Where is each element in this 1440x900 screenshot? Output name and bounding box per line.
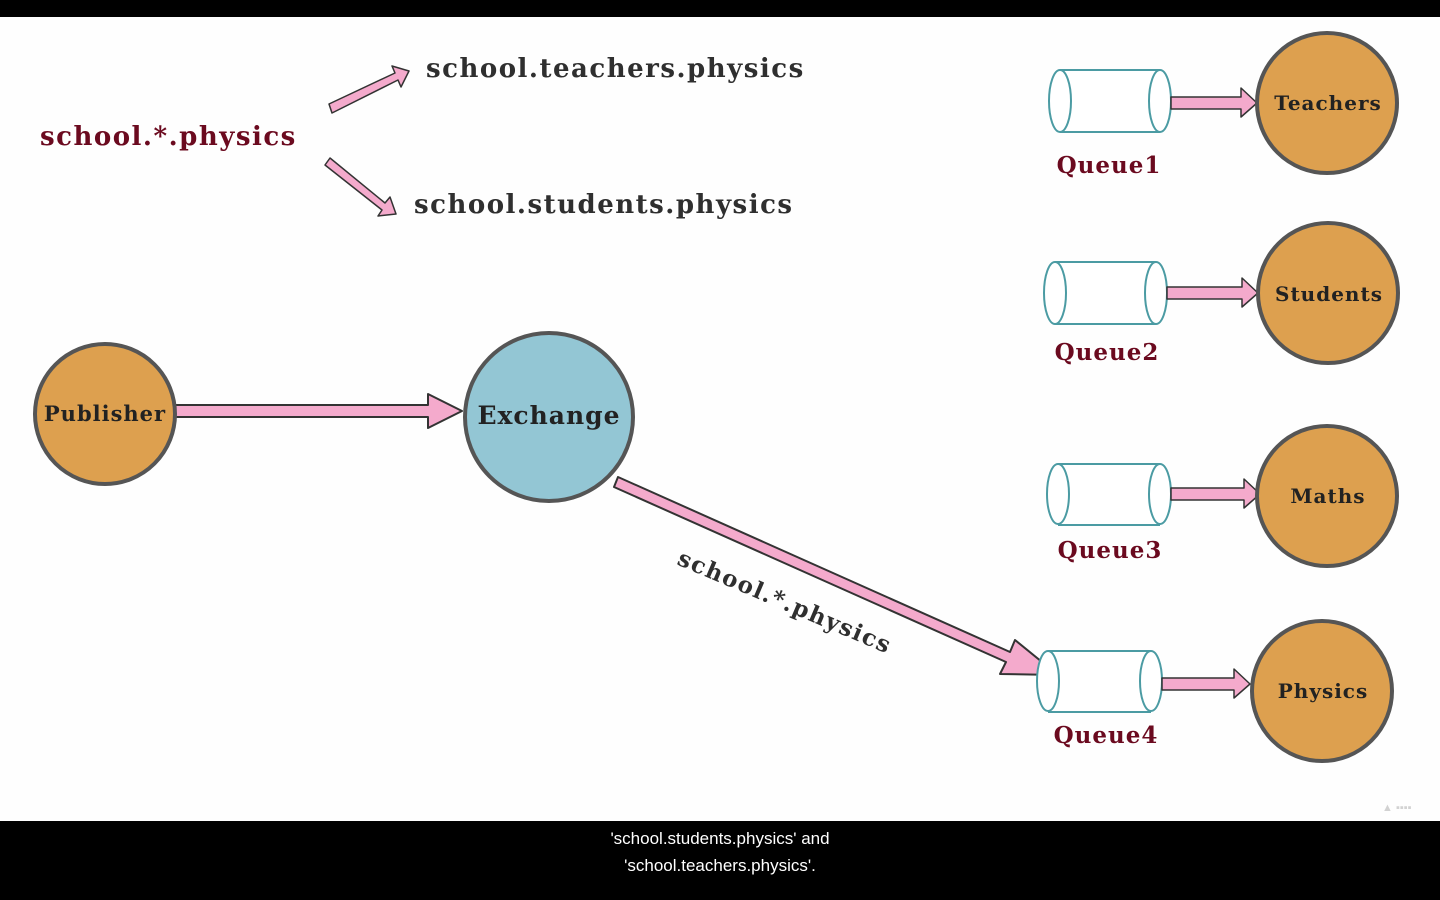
- udemy-watermark-icon: ▲ ▪▪▪▪: [1382, 802, 1412, 814]
- publisher-to-exchange-arrow: [171, 393, 463, 429]
- queue3-group: Queue3 Maths: [1046, 424, 1399, 568]
- queue4-cylinder: [1036, 650, 1163, 713]
- students-consumer-node: [1256, 221, 1400, 365]
- subtitle-line-2: 'school.teachers.physics'.: [624, 856, 816, 875]
- queue4-to-physics-arrow: [1161, 668, 1251, 699]
- queue3-label: Queue3: [1058, 537, 1163, 564]
- maths-label: Maths: [1290, 484, 1365, 508]
- match-students-physics: school.students.physics: [414, 190, 794, 220]
- queue2-label: Queue2: [1055, 339, 1160, 366]
- queue1-cylinder: [1048, 69, 1172, 133]
- queue3-to-maths-arrow: [1170, 478, 1261, 509]
- slide-canvas: school.*.physics school.teachers.physics…: [0, 17, 1440, 821]
- queue2-group: Queue2 Students: [1043, 221, 1400, 366]
- teachers-consumer-node: [1255, 31, 1399, 175]
- match-teachers-physics: school.teachers.physics: [426, 54, 805, 84]
- queue1-to-teachers-arrow: [1170, 87, 1258, 118]
- exchange-label: Exchange: [477, 401, 620, 430]
- publisher-label: Publisher: [44, 401, 166, 426]
- queue1-group: Queue1 Teachers: [1048, 31, 1399, 179]
- queue4-label: Queue4: [1054, 722, 1159, 749]
- teachers-label: Teachers: [1274, 91, 1382, 115]
- subtitle-line-1: 'school.students.physics' and: [610, 829, 830, 848]
- students-label: Students: [1275, 282, 1383, 306]
- arrow-to-teachers-match: [328, 65, 410, 114]
- queue4-group: Queue4 Physics: [1036, 619, 1394, 763]
- physics-consumer-node: [1250, 619, 1394, 763]
- exchange-node: Exchange: [463, 331, 635, 503]
- queue2-cylinder: [1043, 261, 1168, 325]
- subtitle-bar: 'school.students.physics' and 'school.te…: [0, 821, 1440, 900]
- queue3-cylinder: [1046, 463, 1172, 526]
- queue2-to-students-arrow: [1166, 277, 1259, 308]
- maths-consumer-node: [1255, 424, 1399, 568]
- routing-key-title: school.*.physics: [40, 122, 297, 152]
- physics-label: Physics: [1278, 679, 1369, 703]
- topic-exchange-diagram: school.*.physics school.teachers.physics…: [33, 31, 1400, 763]
- publisher-node: Publisher: [33, 342, 177, 486]
- exchange-to-queue4-arrow: [613, 476, 1059, 676]
- arrow-to-students-match: [324, 157, 397, 217]
- queue1-label: Queue1: [1057, 152, 1162, 179]
